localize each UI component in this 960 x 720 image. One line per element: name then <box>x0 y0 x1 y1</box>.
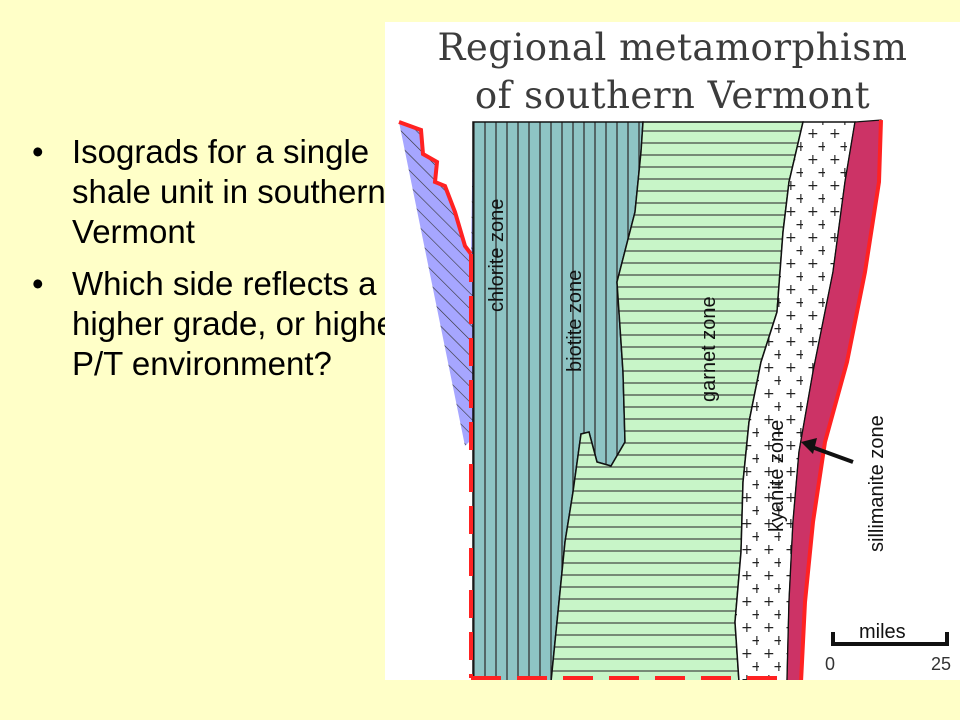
biotite-zone-label: biotite zone <box>564 270 586 372</box>
bullet-dot: • <box>32 133 44 170</box>
bullet-text: Isograds for a single shale unit in sout… <box>72 133 386 250</box>
bullet-item: • Which side reflects a higher grade, or … <box>28 264 438 384</box>
map-boundary-line <box>398 120 473 256</box>
bullet-item: • Isograds for a single shale unit in sou… <box>28 132 438 252</box>
map-title-line1: Regional metamorphism <box>437 26 908 69</box>
chlorite-zone-label: chlorite zone <box>486 199 508 312</box>
metamorphism-map: Regional metamorphism of southern Vermon… <box>385 22 960 680</box>
sillimanite-zone-label: sillimanite zone <box>866 415 888 552</box>
pointer-arrow-head <box>801 438 817 454</box>
map-title-line2: of southern Vermont <box>474 74 871 117</box>
scale-bar-label: miles <box>859 621 906 643</box>
bullet-text: Which side reflects a higher grade, or h… <box>72 265 406 382</box>
scale-bar-start: 0 <box>825 654 835 674</box>
scale-bar-line <box>831 632 949 646</box>
bullet-dot: • <box>32 265 44 302</box>
pointer-arrow-line <box>808 444 854 464</box>
zone-map-svg: + + chlorite zone biotite zone garnet zo… <box>398 119 951 680</box>
scale-bar-end: 25 <box>931 654 951 674</box>
garnet-zone-label: garnet zone <box>698 296 720 402</box>
kyanite-zone-label: kyanite zone <box>766 420 788 532</box>
bullet-list: • Isograds for a single shale unit in sou… <box>28 132 438 396</box>
map-boundary-east <box>799 119 883 680</box>
